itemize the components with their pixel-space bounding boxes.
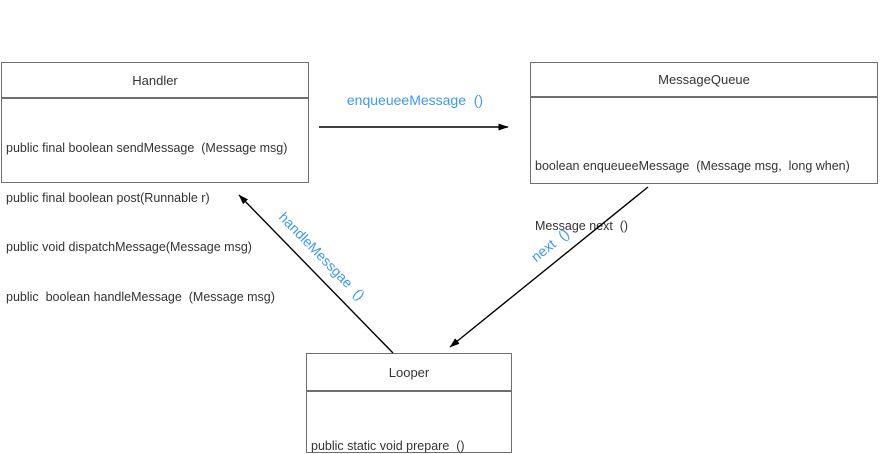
class-body-handler: public final boolean sendMessage (Messag… (2, 99, 308, 338)
class-title-looper: Looper (307, 354, 511, 392)
method-next: Message next () (535, 219, 629, 233)
method-prepare: public static void prepare () (311, 439, 465, 453)
class-box-handler: Handler public final boolean sendMessage… (1, 62, 309, 304)
class-title-messagequeue: MessageQueue (531, 63, 877, 98)
class-title-handler: Handler (2, 63, 308, 99)
method-send-message: public final boolean sendMessage (Messag… (6, 141, 288, 155)
method-enqueue-message: boolean enqueueeMessage (Message msg, lo… (535, 159, 850, 173)
edge-label-enqueue-message: enqueueeMessage () (346, 92, 484, 108)
class-box-messagequeue: MessageQueue boolean enqueueeMessage (Me… (530, 62, 878, 233)
class-body-looper: public static void prepare () public sta… (307, 392, 511, 454)
class-body-messagequeue: boolean enqueueeMessage (Message msg, lo… (531, 98, 877, 276)
method-handle-message: public boolean handleMessage (Message ms… (6, 289, 275, 304)
method-dispatch-message: public void dispatchMessage(Message msg) (6, 240, 252, 254)
method-post: public final boolean post(Runnable r) (6, 190, 210, 205)
class-box-looper: Looper public static void prepare () pub… (306, 353, 512, 453)
